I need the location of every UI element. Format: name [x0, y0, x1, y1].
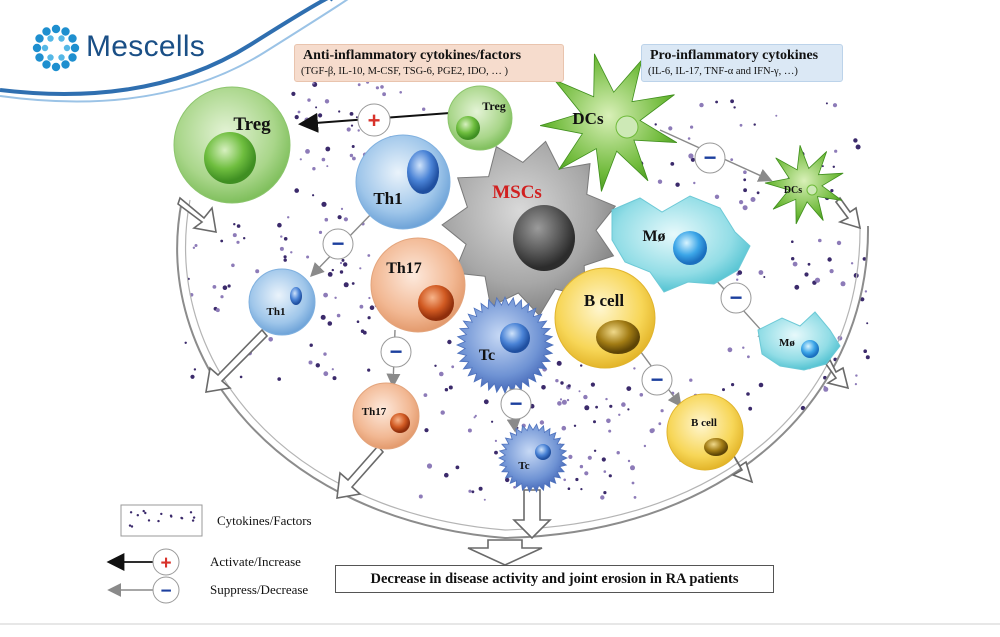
anti-inflammatory-title: Anti-inflammatory cytokines/factors [303, 48, 522, 63]
bcell-small-label: B cell [691, 417, 717, 429]
minus-sign-3: − [510, 391, 523, 416]
arrow-th1-down [205, 328, 269, 393]
arrow-result [467, 539, 543, 566]
minus-symbols: − − − − − − [322, 142, 752, 420]
minus-sign-6: − [651, 367, 664, 392]
minus-circle-4: − [694, 142, 726, 174]
th1-large-cell: Th1 [355, 134, 451, 230]
minus-circle-3: − [500, 388, 532, 420]
anti-inflammatory-list: (TGF-β, IL-10, M-CSF, TSG-6, PGE2, IDO, … [301, 66, 509, 77]
result-box: Decrease in disease activity and joint e… [335, 565, 774, 593]
hollow-arrows [177, 196, 862, 566]
arrow-treg-down [177, 196, 217, 233]
mescells-logo-icon [32, 24, 80, 72]
th1-large-label: Th1 [373, 189, 402, 208]
legend-suppress-label: Suppress/Decrease [210, 582, 309, 597]
th17-large-cell: Th17 [370, 237, 466, 333]
arrow-mo-down [824, 358, 850, 390]
arrow-th17-down [336, 444, 385, 499]
treg-large-cell: Treg [173, 86, 291, 204]
legend-plus-sign: + [160, 553, 171, 574]
bcell-large-label: B cell [584, 291, 624, 310]
legend-activate-label: Activate/Increase [210, 554, 301, 569]
macrophage-small-cell: Mø [757, 311, 841, 371]
legend-minus-circle [152, 576, 180, 604]
th17-large-label: Th17 [386, 260, 422, 277]
minus-circle-2: − [380, 336, 412, 368]
th17-small-cell: Th17 [352, 382, 420, 450]
minus-circle-6: − [641, 364, 673, 396]
macrophage-large-cell: Mø [611, 195, 751, 293]
minus-circle-5: − [720, 282, 752, 314]
legend-plus-circle [152, 548, 180, 576]
dcs-large-cell: DCs [539, 53, 678, 192]
tc-large-label: Tc [479, 347, 495, 364]
pro-inflammatory-list: (IL-6, IL-17, TNF-α and IFN-γ, …) [648, 66, 798, 77]
legend-cytokines-label: Cytokines/Factors [217, 513, 312, 528]
macrophage-small-label: Mø [779, 337, 795, 349]
minus-sign-2: − [390, 339, 403, 364]
mscs-label: MSCs [492, 182, 542, 203]
minus-circle-1: − [322, 228, 354, 260]
legend: + − [106, 504, 203, 604]
anti-inflammatory-box: Anti-inflammatory cytokines/factors (TGF… [294, 44, 564, 82]
arrow-dcs-down [834, 196, 862, 230]
minus-sign-5: − [730, 285, 743, 310]
tc-small-cell: Tc [498, 423, 568, 493]
brand-swoosh-light [0, 0, 349, 103]
plus-sign: + [368, 108, 381, 133]
legend-cytokine-dots [128, 509, 196, 528]
th1-small-cell: Th1 [248, 268, 316, 336]
plus-symbol: + [357, 103, 391, 137]
minus-sign-4: − [704, 145, 717, 170]
dcs-small-cell: DCs [764, 145, 844, 225]
macrophage-large-label: Mø [642, 228, 665, 245]
bcell-large-cell: B cell [554, 267, 656, 369]
pro-inflammatory-box: Pro-inflammatory cytokines (IL-6, IL-17,… [641, 44, 843, 82]
tc-small-label: Tc [518, 460, 529, 472]
treg-large-label: Treg [233, 114, 271, 135]
legend-cytokine-box [120, 504, 203, 537]
outer-arc [176, 199, 870, 540]
pro-inflammatory-title: Pro-inflammatory cytokines [650, 48, 819, 63]
mscs-cell: MSCs [441, 140, 617, 317]
legend-minus-sign: − [160, 581, 171, 602]
th1-small-label: Th1 [267, 306, 286, 318]
brand-name: Mescells [86, 30, 206, 63]
dcs-small-label: DCs [784, 185, 802, 196]
tc-large-cell: Tc [455, 295, 555, 395]
bcell-small-cell: B cell [666, 393, 744, 471]
treg-small-label: Treg [482, 99, 506, 113]
arrow-tc-down [512, 489, 552, 540]
inner-arc [185, 199, 861, 531]
treg-small-cell: Treg [447, 85, 513, 151]
minus-sign-1: − [332, 231, 345, 256]
dcs-large-label: DCs [572, 109, 604, 128]
brand-swoosh [0, 0, 333, 96]
th17-small-label: Th17 [362, 406, 387, 418]
arrow-bcell-down [731, 455, 754, 484]
